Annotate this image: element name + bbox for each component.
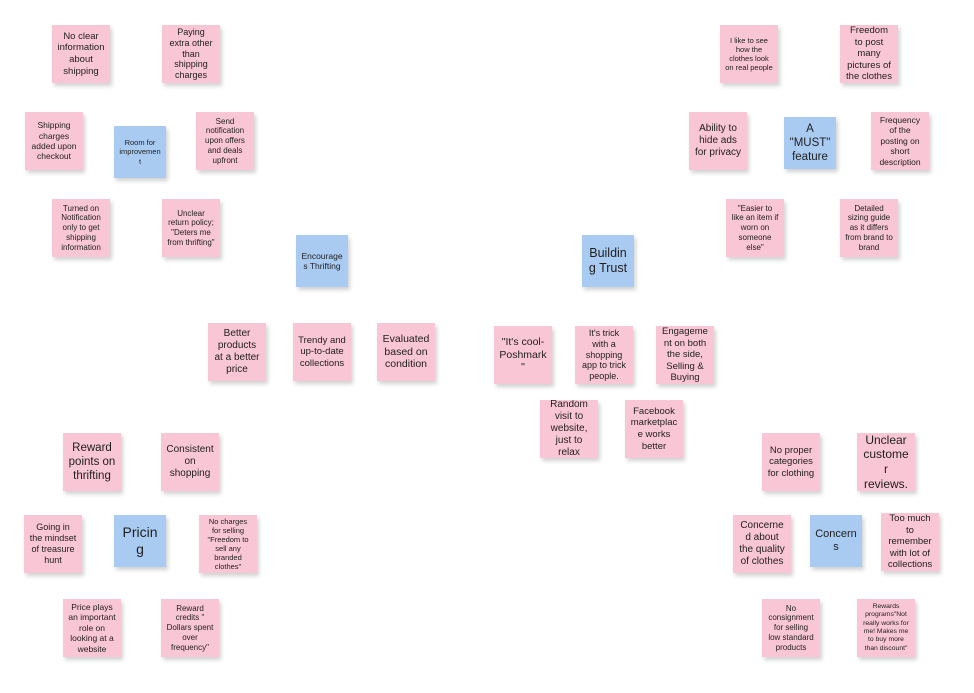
sticky-note[interactable]: No charges for selling "Freedom to sell …	[199, 515, 257, 573]
sticky-note[interactable]: Turned on Notification only to get shipp…	[52, 199, 110, 257]
sticky-note[interactable]: Reward credits " Dollars spent over freq…	[161, 599, 219, 657]
cluster-label-pricing[interactable]: Pricing	[114, 515, 166, 567]
cluster-label-building-trust[interactable]: Building Trust	[582, 235, 634, 287]
sticky-note[interactable]: Freedom to post many pictures of the clo…	[840, 25, 898, 83]
sticky-note[interactable]: Concerned about the quality of clothes	[733, 515, 791, 573]
sticky-note[interactable]: Frequency of the posting on short descri…	[871, 112, 929, 170]
cluster-label-concerns[interactable]: Concerns	[810, 515, 862, 567]
cluster-label-must-feature[interactable]: A "MUST" feature	[784, 117, 836, 169]
sticky-note[interactable]: Detailed sizing guide as it differs from…	[840, 199, 898, 257]
sticky-note[interactable]: Engagement on both the side, Selling & B…	[656, 326, 714, 384]
cluster-label-encourages-thrifting[interactable]: Encourages Thrifting	[296, 235, 348, 287]
sticky-note[interactable]: No proper categories for clothing	[762, 433, 820, 491]
sticky-note[interactable]: It's trick with a shopping app to trick …	[575, 326, 633, 384]
sticky-note[interactable]: Better products at a better price	[208, 323, 266, 381]
sticky-note[interactable]: Paying extra other than shipping charges	[162, 25, 220, 83]
sticky-note[interactable]: Reward points on thrifting	[63, 433, 121, 491]
sticky-note[interactable]: "Easier to like an item if worn on someo…	[726, 199, 784, 257]
sticky-note[interactable]: Going in the mindset of treasure hunt	[24, 515, 82, 573]
sticky-note[interactable]: Trendy and up-to-date collections	[293, 323, 351, 381]
sticky-note[interactable]: Unclear customer reviews.	[857, 433, 915, 491]
sticky-note[interactable]: Rewards programs"Not really works for me…	[857, 599, 915, 657]
sticky-note[interactable]: Ability to hide ads for privacy	[689, 112, 747, 170]
sticky-note[interactable]: Unclear return policy; "Deters me from t…	[162, 199, 220, 257]
sticky-note[interactable]: Price plays an important role on looking…	[63, 599, 121, 657]
sticky-note[interactable]: Evaluated based on condition	[377, 323, 435, 381]
sticky-note[interactable]: Shipping charges added upon checkout	[25, 112, 83, 170]
cluster-label-room-for-improvement[interactable]: Room for improvement	[114, 126, 166, 178]
sticky-note[interactable]: Facebook marketplace works better	[625, 400, 683, 458]
sticky-note[interactable]: "It's cool-Poshmark"	[494, 326, 552, 384]
sticky-note[interactable]: Random visit to website, just to relax	[540, 400, 598, 458]
sticky-note[interactable]: No consignment for selling low standard …	[762, 599, 820, 657]
sticky-note[interactable]: Consistent on shopping	[161, 433, 219, 491]
sticky-note[interactable]: I like to see how the clothes look on re…	[720, 25, 778, 83]
sticky-note[interactable]: Too much to remember with lot of collect…	[881, 513, 939, 571]
sticky-note[interactable]: No clear information about shipping	[52, 25, 110, 83]
sticky-note[interactable]: Send notification upon offers and deals …	[196, 112, 254, 170]
